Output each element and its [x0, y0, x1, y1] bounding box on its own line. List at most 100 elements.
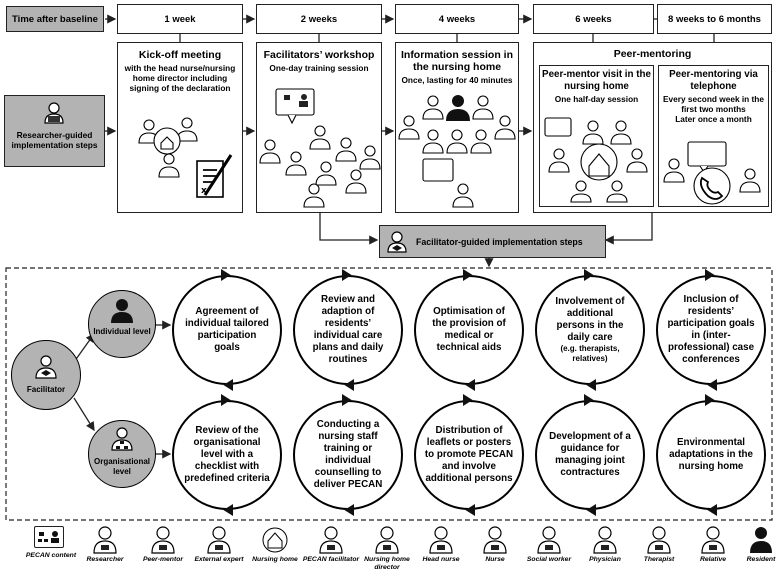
legend-label-6: Nursing home director: [364, 556, 410, 571]
researcher-icon: [93, 526, 117, 554]
organisational-item-2-text: Conducting a nursing staff training or i…: [313, 419, 383, 490]
kickoff-meeting-box: Kick-off meeting with the head nurse/nur…: [117, 42, 243, 213]
individual-item-4-note: (e.g. therapists, relatives): [560, 344, 620, 363]
legend-label-12: Relative: [699, 556, 727, 563]
peer-mentor-icon: [151, 526, 175, 554]
individual-level-label: Individual level: [93, 327, 151, 336]
organisational-item-3-text: Distribution of leaflets or posters to p…: [424, 425, 514, 484]
nursing-home-icon: [262, 527, 288, 553]
information-session-box: Information session in the nursing home …: [395, 42, 519, 213]
legend-label-9: Social worker: [526, 556, 572, 563]
researcher-label-text: Researcher-guided implementation steps: [11, 130, 98, 150]
organisational-item-2: Conducting a nursing staff training or i…: [293, 400, 403, 510]
legend-label-0: PECAN content: [25, 552, 77, 559]
timeline-col-3-text: 4 weeks: [438, 13, 476, 25]
speech-bubble-glyph: [38, 531, 59, 543]
legend-label-11: Therapist: [643, 556, 675, 563]
peer-mentoring-box: Peer-mentoring Peer-mentor visit in the …: [533, 42, 772, 213]
timeline-col-1: 1 week: [117, 4, 243, 34]
researcher-guided-steps: Researcher-guided implementation steps: [4, 95, 105, 167]
legend-label-7: Head nurse: [422, 556, 460, 563]
facilitator-guided-steps: Facilitator-guided implementation steps: [379, 225, 606, 258]
info-title: Information session in the nursing home: [400, 49, 513, 73]
peer-mentor-visit-box: Peer-mentor visit in the nursing home On…: [539, 65, 654, 207]
legend-label-4: Nursing home: [252, 556, 298, 563]
visit-title: Peer-mentor visit in the nursing home: [542, 69, 651, 92]
workshop-title: Facilitators’ workshop: [263, 49, 375, 61]
telephone-illustration: [663, 141, 761, 205]
social-worker-icon: [537, 526, 561, 554]
individual-item-3: Optimisation of the provision of medical…: [414, 275, 524, 385]
timeline-col-5-text: 8 weeks to 6 months: [668, 13, 761, 25]
phone-subtitle-2: Later once a month: [675, 114, 752, 124]
phone-title: Peer-mentoring via telephone: [669, 69, 758, 92]
facilitator-node: Facilitator: [11, 340, 81, 410]
individual-item-1: Agreement of individual tailored partici…: [172, 275, 282, 385]
workshop-subtitle: One-day training session: [269, 63, 369, 73]
legend-label-2: Peer-mentor: [142, 556, 184, 563]
time-after-baseline-label: Time after baseline: [6, 6, 104, 32]
legend-label-1: Researcher: [86, 556, 124, 563]
nurse-icon: [483, 526, 507, 554]
legend-label-3: External expert: [194, 556, 244, 563]
organisational-item-5: Environmental adaptations in the nursing…: [656, 400, 766, 510]
therapist-icon: [647, 526, 671, 554]
organisational-level-label: Organisational level: [93, 457, 150, 476]
timeline-col-1-text: 1 week: [164, 13, 196, 25]
facilitators-workshop-box: Facilitators’ workshop One-day training …: [256, 42, 382, 213]
timeline-col-4: 6 weeks: [533, 4, 654, 34]
organisational-level-node: Organisational level: [88, 420, 156, 488]
time-label-text: Time after baseline: [12, 13, 98, 25]
kickoff-title: Kick-off meeting: [138, 49, 222, 61]
researcher-icon: [44, 102, 64, 124]
individual-item-4-text: Involvement of additional persons in the…: [555, 296, 625, 343]
facilitator-steps-label-text: Facilitator-guided implementation steps: [416, 237, 583, 247]
timeline-col-2: 2 weeks: [256, 4, 382, 34]
individual-item-2: Review and adaption of residents’ indivi…: [293, 275, 403, 385]
nursing-home-director-icon: [375, 526, 399, 554]
legend-label-8: Nurse: [485, 556, 505, 563]
visit-illustration: [544, 117, 648, 203]
resident-icon: [750, 527, 772, 553]
kickoff-subtitle: with the head nurse/nursing home directo…: [124, 63, 236, 93]
organisational-item-4-text: Development of a guidance for managing j…: [549, 431, 631, 478]
head-nurse-icon: [429, 526, 453, 554]
head-nurse-icon: [111, 427, 133, 451]
individual-item-2-text: Review and adaption of residents’ indivi…: [312, 294, 384, 365]
organisational-item-3: Distribution of leaflets or posters to p…: [414, 400, 524, 510]
organisational-item-1: Review of the organisational level with …: [172, 400, 282, 510]
svg-text:x: x: [201, 186, 207, 196]
visit-subtitle: One half-day session: [554, 94, 639, 104]
relative-icon: [701, 526, 725, 554]
legend-speech-bubble-icon: [34, 526, 64, 548]
physician-icon: [593, 526, 617, 554]
info-subtitle: Once, lasting for 40 minutes: [401, 75, 513, 85]
peer-mentoring-telephone-box: Peer-mentoring via telephone Every secon…: [658, 65, 769, 207]
resident-icon: [111, 299, 133, 323]
legend-label-10: Physician: [589, 556, 621, 563]
organisational-item-5-text: Environmental adaptations in the nursing…: [669, 437, 753, 472]
facilitator-label: Facilitator: [26, 385, 66, 394]
individual-item-4: Involvement of additional persons in the…: [535, 275, 645, 385]
organisational-item-4: Development of a guidance for managing j…: [535, 400, 645, 510]
external-expert-icon: [207, 526, 231, 554]
timeline-col-4-text: 6 weeks: [575, 13, 612, 25]
pecan-facilitator-icon: [387, 231, 407, 253]
individual-level-node: Individual level: [88, 290, 156, 358]
kickoff-illustration: x: [138, 117, 233, 198]
legend-label-13: Resident: [746, 556, 776, 563]
peer-mentoring-title: Peer-mentoring: [613, 48, 692, 60]
pecan-facilitator-icon: [319, 526, 343, 554]
timeline-col-5: 8 weeks to 6 months: [657, 4, 772, 34]
workshop-illustration: [259, 88, 381, 208]
organisational-item-1-text: Review of the organisational level with …: [184, 425, 270, 484]
phone-subtitle-1: Every second week in the first two month…: [663, 94, 764, 114]
individual-item-1-text: Agreement of individual tailored partici…: [185, 306, 269, 353]
individual-item-5-text: Inclusion of residents’ participation go…: [667, 294, 755, 365]
facilitator-icon: [35, 355, 57, 379]
individual-item-3-text: Optimisation of the provision of medical…: [432, 306, 506, 353]
timeline-col-3: 4 weeks: [395, 4, 519, 34]
individual-item-5: Inclusion of residents’ participation go…: [656, 275, 766, 385]
legend-label-5: PECAN facilitator: [302, 556, 360, 563]
